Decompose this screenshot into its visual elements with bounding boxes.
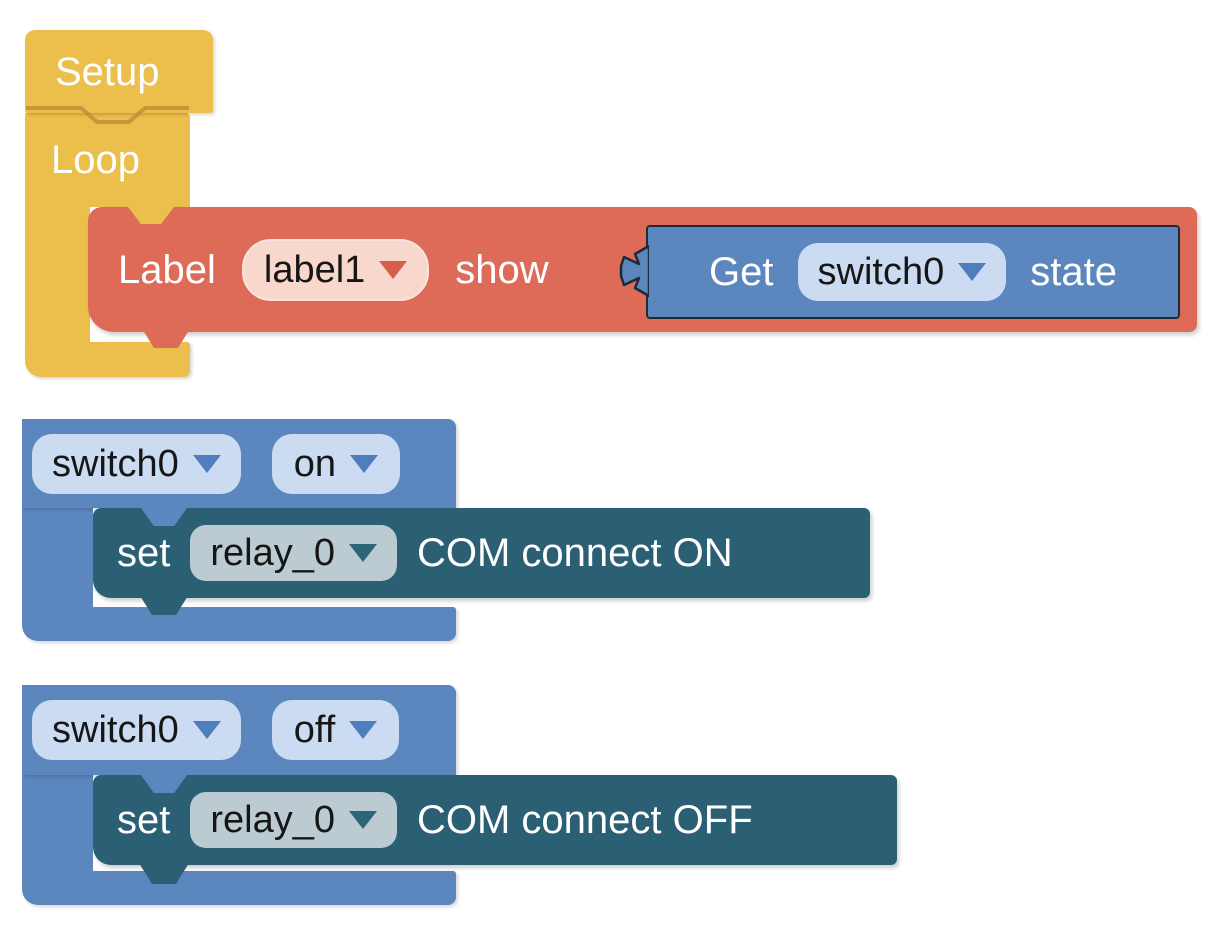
- switch-dropdown[interactable]: switch0: [32, 700, 241, 760]
- switch-off-block[interactable]: switch0 off: [22, 685, 456, 775]
- get-prefix-text: Get: [709, 250, 774, 294]
- com-connect-on-text: COM connect ON: [417, 531, 733, 575]
- dropdown-arrow-icon: [958, 263, 987, 281]
- block-notch-seam-icon: [26, 106, 189, 124]
- setup-label: Setup: [55, 49, 160, 94]
- switch-on-block[interactable]: switch0 on: [22, 419, 456, 508]
- loop-label: Loop: [51, 137, 140, 182]
- dropdown-arrow-icon: [349, 721, 378, 739]
- label-prefix-text: Label: [118, 247, 216, 292]
- state-dropdown-value: off: [293, 709, 336, 751]
- state-dropdown[interactable]: on: [271, 433, 400, 494]
- switch-dropdown[interactable]: switch0: [32, 433, 241, 494]
- state-dropdown-value: on: [293, 442, 336, 485]
- dropdown-arrow-icon: [192, 454, 221, 473]
- get-state-block[interactable]: Get switch0 state: [619, 225, 1180, 319]
- relay-dropdown[interactable]: relay_0: [190, 525, 397, 581]
- dropdown-arrow-icon: [349, 811, 377, 829]
- notch-connector-icon: [141, 508, 187, 526]
- dropdown-arrow-icon: [192, 721, 221, 739]
- puzzle-tab-icon: [619, 244, 649, 298]
- switch-on-block-bottom[interactable]: [22, 607, 456, 641]
- loop-block[interactable]: Loop: [25, 112, 190, 207]
- get-switch-dropdown-value: switch0: [817, 251, 945, 293]
- loop-block-spine[interactable]: [25, 207, 90, 346]
- relay-dropdown[interactable]: relay_0: [190, 792, 397, 848]
- switch-dropdown-value: switch0: [52, 709, 179, 751]
- notch-connector-icon: [128, 207, 174, 224]
- next-connector-icon: [139, 863, 189, 884]
- dropdown-arrow-icon: [349, 544, 377, 562]
- setup-block[interactable]: Setup: [25, 30, 213, 113]
- notch-connector-icon: [141, 775, 187, 793]
- next-connector-icon: [141, 327, 191, 348]
- dropdown-arrow-icon: [379, 260, 408, 279]
- set-relay-on-block[interactable]: set relay_0 COM connect ON: [93, 508, 870, 615]
- get-switch-dropdown[interactable]: switch0: [797, 243, 1007, 301]
- switch-dropdown-value: switch0: [52, 442, 179, 485]
- relay-dropdown-value: relay_0: [210, 799, 335, 841]
- dropdown-arrow-icon: [350, 454, 378, 473]
- next-connector-icon: [139, 594, 189, 615]
- com-connect-off-text: COM connect OFF: [417, 798, 753, 842]
- show-suffix-text: show: [455, 247, 549, 292]
- label-dropdown[interactable]: label1: [241, 238, 430, 301]
- set-relay-off-block[interactable]: set relay_0 COM connect OFF: [93, 775, 897, 884]
- state-dropdown[interactable]: off: [271, 700, 400, 760]
- set-prefix-text: set: [117, 798, 171, 842]
- label-show-block[interactable]: Label label1 show Get switch0 state: [88, 207, 1197, 348]
- relay-dropdown-value: relay_0: [210, 532, 335, 574]
- switch-off-block-bottom[interactable]: [22, 871, 456, 905]
- state-suffix-text: state: [1030, 250, 1117, 294]
- label-dropdown-value: label1: [263, 248, 366, 291]
- set-prefix-text: set: [117, 531, 171, 575]
